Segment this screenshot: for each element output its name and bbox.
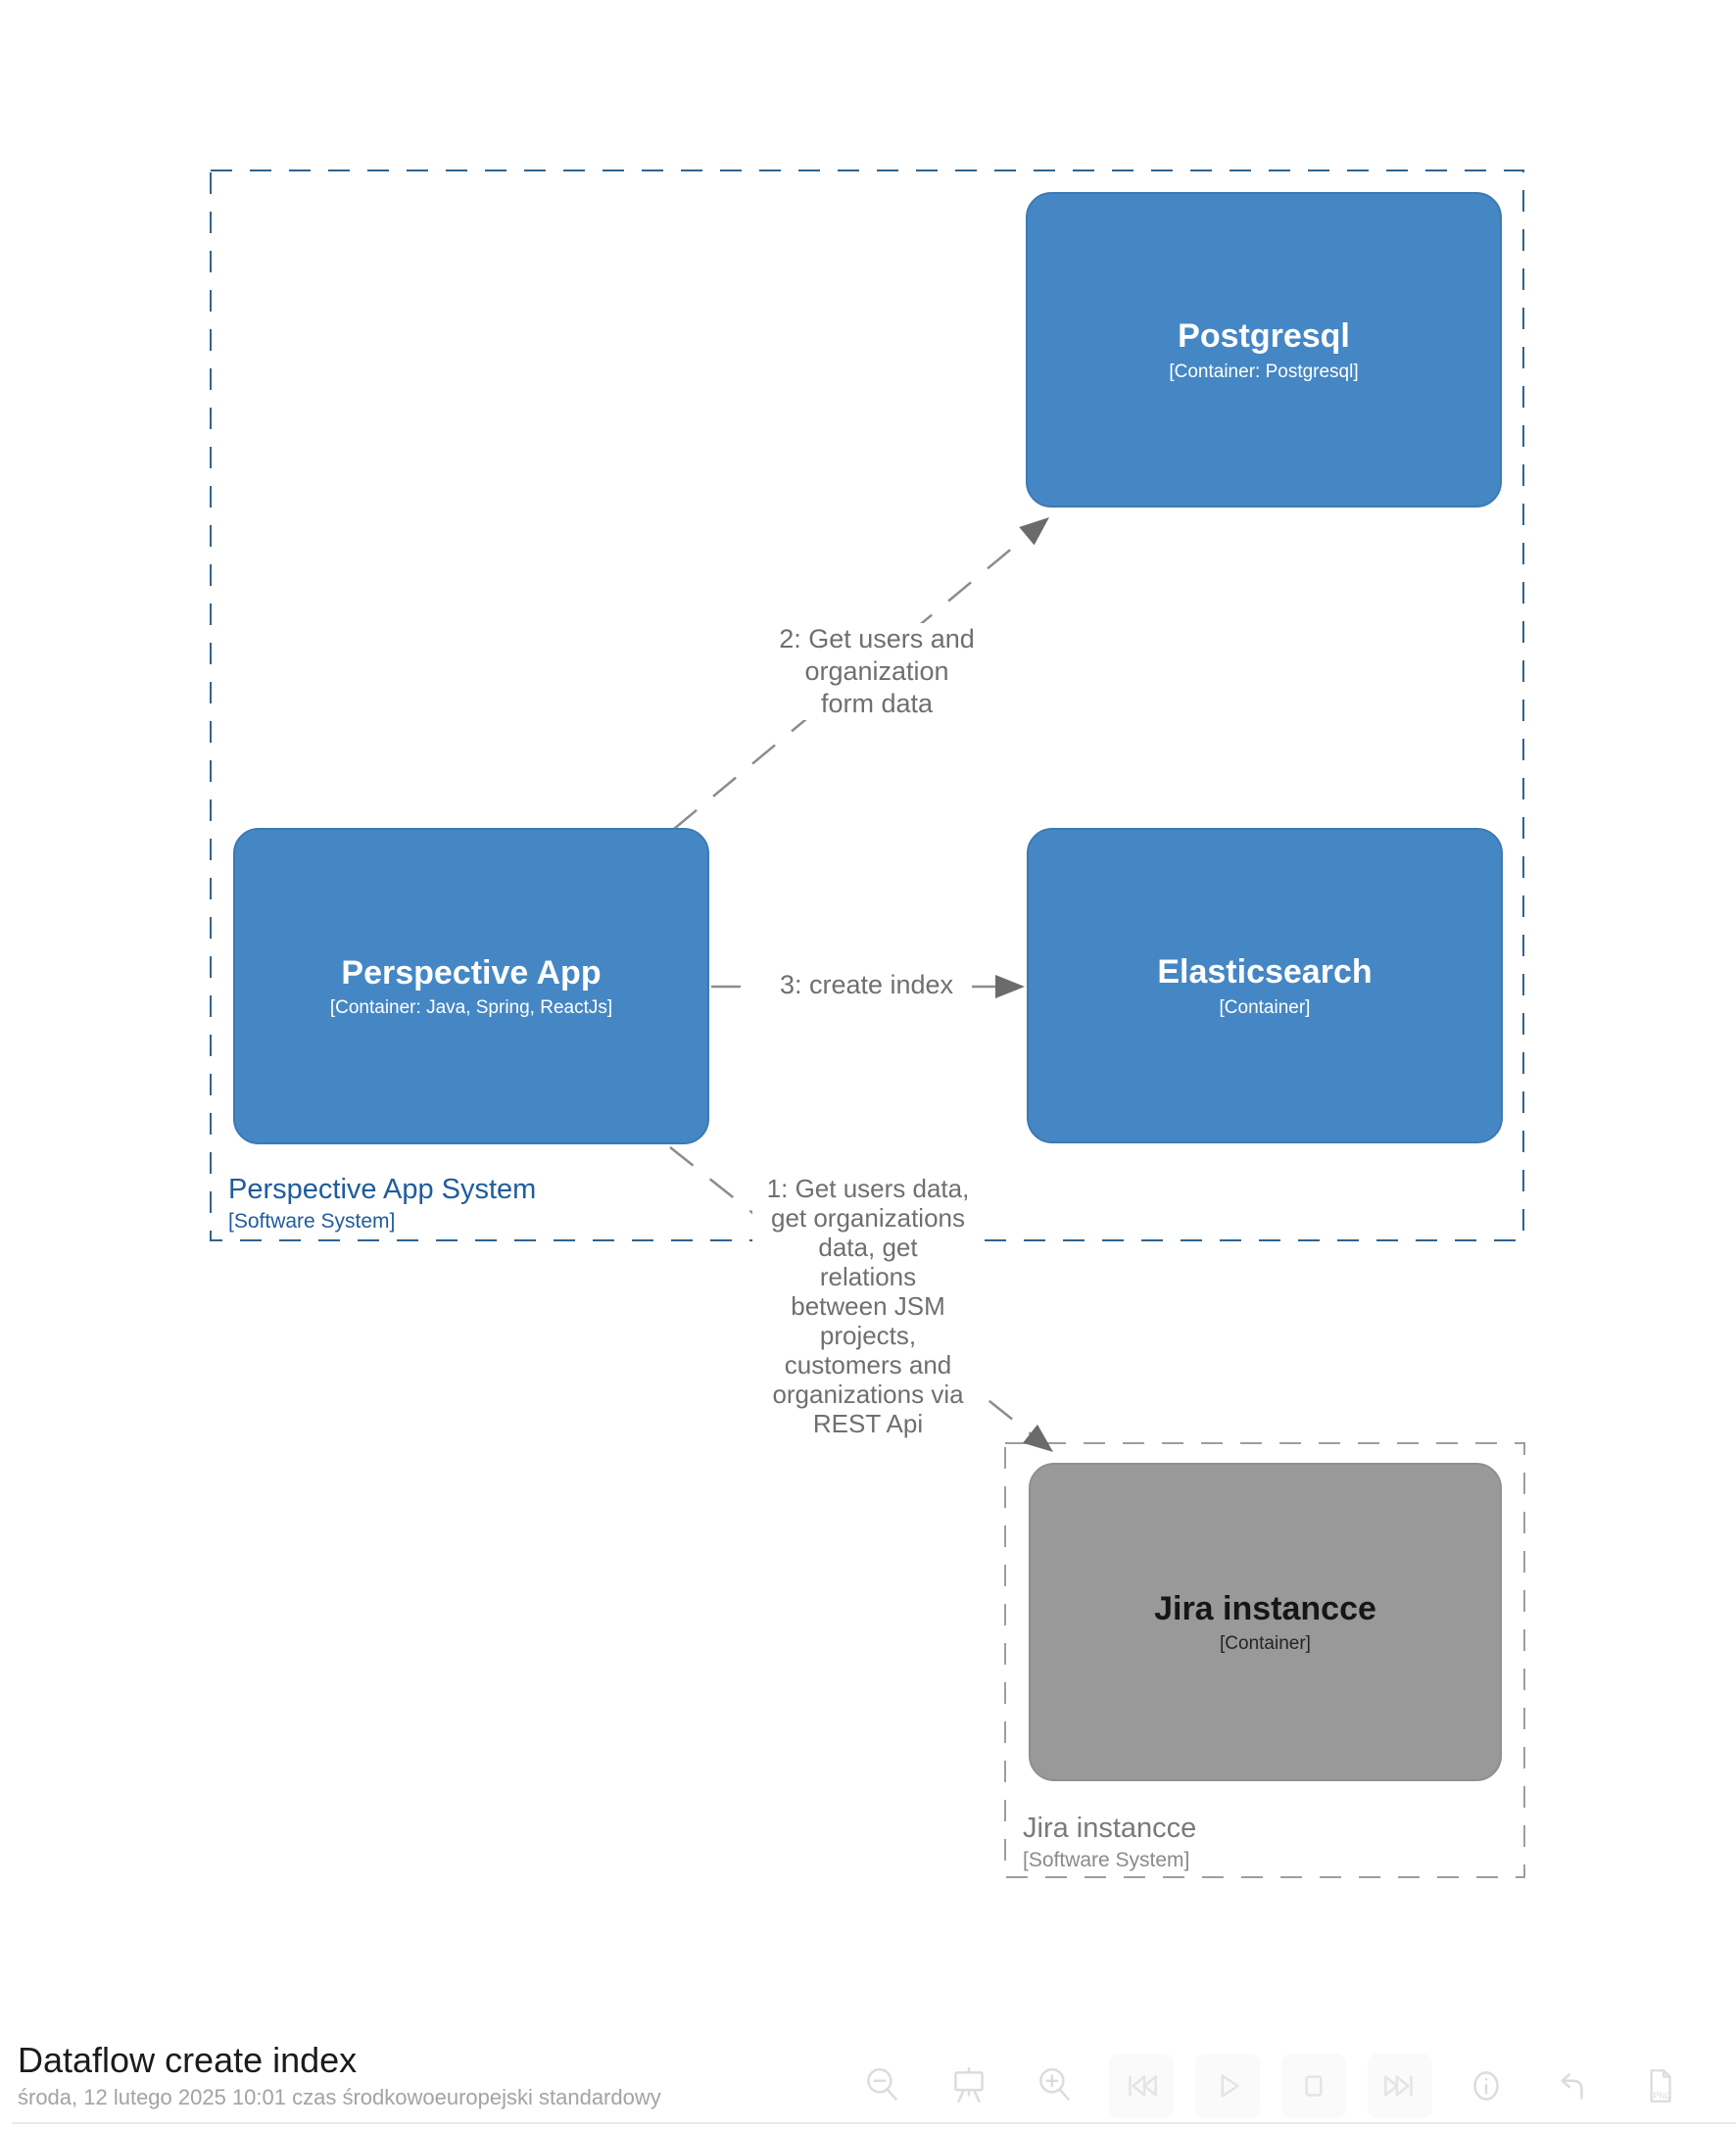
skip-to-end-icon bbox=[1384, 2075, 1413, 2097]
boundary-metadata: [Software System] bbox=[1023, 1849, 1190, 1872]
undo-button[interactable] bbox=[1540, 2054, 1605, 2118]
zoom-out-button[interactable] bbox=[850, 2054, 915, 2118]
boundary-metadata: [Software System] bbox=[228, 1210, 396, 1234]
play-icon bbox=[1221, 2074, 1239, 2098]
node-metadata: [Container] bbox=[1219, 996, 1311, 1018]
node-metadata: [Container] bbox=[1220, 1633, 1311, 1655]
node-title: Jira instancce bbox=[1154, 1589, 1376, 1627]
play-button[interactable] bbox=[1195, 2054, 1260, 2118]
presentation-icon bbox=[954, 2066, 984, 2103]
node-postgresql[interactable]: Postgresql [Container: Postgresql] bbox=[1026, 192, 1502, 508]
node-title: Elasticsearch bbox=[1157, 953, 1373, 992]
skip-to-start-icon bbox=[1129, 2075, 1157, 2097]
node-perspective-app[interactable]: Perspective App [Container: Java, Spring… bbox=[233, 828, 709, 1144]
flow-2-arrowhead bbox=[1019, 517, 1049, 546]
zoom-in-icon bbox=[1039, 2068, 1070, 2101]
flow-1-line bbox=[669, 1146, 1043, 1444]
export-png-button[interactable]: PNG bbox=[1626, 2054, 1691, 2118]
info-icon bbox=[1473, 2071, 1499, 2101]
diagram-timestamp: środa, 12 lutego 2025 10:01 czas środkow… bbox=[18, 2085, 661, 2109]
skip-to-end-button[interactable] bbox=[1368, 2054, 1432, 2118]
flow-2-label[interactable]: 2: Get users and organization form data bbox=[759, 623, 994, 720]
perspective-system-boundary-label: Perspective App System [Software System] bbox=[228, 1174, 536, 1234]
boundary-name: Jira instancce bbox=[1023, 1813, 1197, 1844]
jira-system-boundary bbox=[1004, 1442, 1525, 1878]
node-metadata: [Container: Postgresql] bbox=[1169, 361, 1359, 382]
diagram-title: Dataflow create index bbox=[18, 2040, 358, 2080]
jira-system-boundary-label: Jira instancce [Software System] bbox=[1023, 1813, 1196, 1872]
stop-button[interactable] bbox=[1281, 2054, 1346, 2118]
stop-icon bbox=[1305, 2075, 1323, 2097]
presentation-mode-button[interactable] bbox=[937, 2054, 1001, 2118]
flow-3-label[interactable]: 3: create index bbox=[761, 969, 972, 1001]
node-elasticsearch[interactable]: Elasticsearch [Container] bbox=[1027, 828, 1503, 1143]
undo-icon bbox=[1561, 2073, 1583, 2100]
zoom-out-icon bbox=[867, 2068, 897, 2101]
export-png-icon: PNG bbox=[1650, 2069, 1672, 2103]
footer-divider bbox=[12, 2122, 1736, 2124]
info-button[interactable] bbox=[1454, 2054, 1519, 2118]
node-title: Perspective App bbox=[341, 953, 602, 992]
node-metadata: [Container: Java, Spring, ReactJs] bbox=[329, 997, 613, 1019]
svg-text:PNG: PNG bbox=[1653, 2091, 1671, 2101]
node-jira-instance[interactable]: Jira instancce [Container] bbox=[1029, 1463, 1502, 1781]
skip-to-start-button[interactable] bbox=[1109, 2054, 1174, 2118]
diagram-toolbar: PNG bbox=[850, 2054, 1691, 2118]
zoom-in-button[interactable] bbox=[1023, 2054, 1087, 2118]
flow-1-arrowhead bbox=[1023, 1424, 1053, 1452]
boundary-name: Perspective App System bbox=[228, 1174, 537, 1205]
flow-1-label[interactable]: 1: Get users data, get organizations dat… bbox=[752, 1174, 984, 1438]
node-title: Postgresql bbox=[1178, 317, 1350, 356]
flow-3-arrowhead bbox=[995, 975, 1025, 998]
